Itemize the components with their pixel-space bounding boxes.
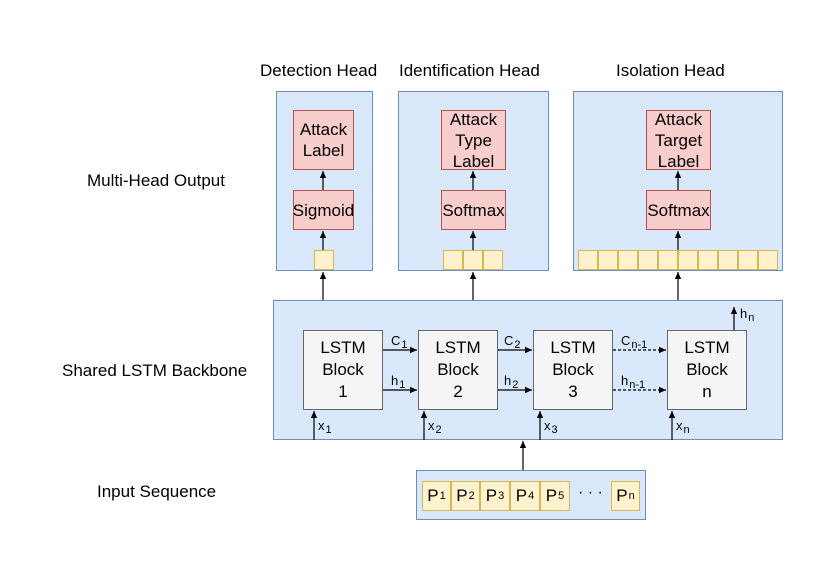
token-p1-base: P [427,486,439,505]
token-p2-sub: 2 [468,490,475,502]
output-unit-cell [718,250,738,270]
output-unit-cell [638,250,658,270]
label-cn-1: Cn-1 [621,333,648,351]
output-unit-cell [678,250,698,270]
output-unit-cell [578,250,598,270]
token-p5-sub: 5 [558,490,565,502]
token-p1-sub: 1 [439,490,446,502]
label-c2: C2 [504,333,521,351]
output-unit-cell [698,250,718,270]
output-unit-cell [738,250,758,270]
label-x1: x1 [318,418,332,436]
attack-target-label-box: Attack Target Label [646,110,711,171]
multi-head-output-label: Multi-Head Output [87,171,225,190]
token-p5-base: P [545,486,558,505]
token-p4-base: P [515,486,528,505]
output-unit-cell [314,250,334,270]
label-h2: h2 [504,373,519,391]
output-unit-cell [483,250,503,270]
attack-label-box: Attack Label [293,110,354,170]
token-pn-sub: n [628,490,635,502]
label-xn: xn [676,418,690,436]
label-h1: h1 [391,373,406,391]
token-pn-base: P [616,486,628,505]
token-p3-sub: 3 [498,490,505,502]
label-c1: C1 [391,333,408,351]
output-unit-cell [758,250,778,270]
shared-backbone-label: Shared LSTM Backbone [62,361,248,380]
token-p2-base: P [456,486,468,505]
softmax-box-isolation: Softmax [646,190,711,230]
input-sequence-label: Input Sequence [97,482,217,501]
lstm-block-2: LSTM Block 2 [418,330,498,410]
lstm-block-1: LSTM Block 1 [303,330,383,410]
sigmoid-box: Sigmoid [293,190,354,230]
token-p3-base: P [485,486,498,505]
output-unit-cell [598,250,618,270]
output-unit-cell [463,250,483,270]
identification-output-units [443,250,503,270]
detection-head-title: Detection Head [260,61,378,80]
isolation-head-title: Isolation Head [616,61,725,80]
token-p4-sub: 4 [528,490,535,502]
sequence-ellipsis: · · · [578,484,603,501]
lstm-block-3: LSTM Block 3 [533,330,613,410]
lstm-block-n: LSTM Block n [667,330,747,410]
output-unit-cell [443,250,463,270]
isolation-output-units [578,250,778,270]
label-hn-1: hn-1 [621,373,646,391]
label-hn: hn [740,306,755,324]
identification-head-title: Identification Head [399,61,540,80]
detection-output-units [314,250,334,270]
attack-type-label-box: Attack Type Label [441,110,506,171]
label-x2: x2 [428,418,442,436]
output-unit-cell [618,250,638,270]
output-unit-cell [658,250,678,270]
label-x3: x3 [544,418,558,436]
softmax-box-identification: Softmax [441,190,506,230]
